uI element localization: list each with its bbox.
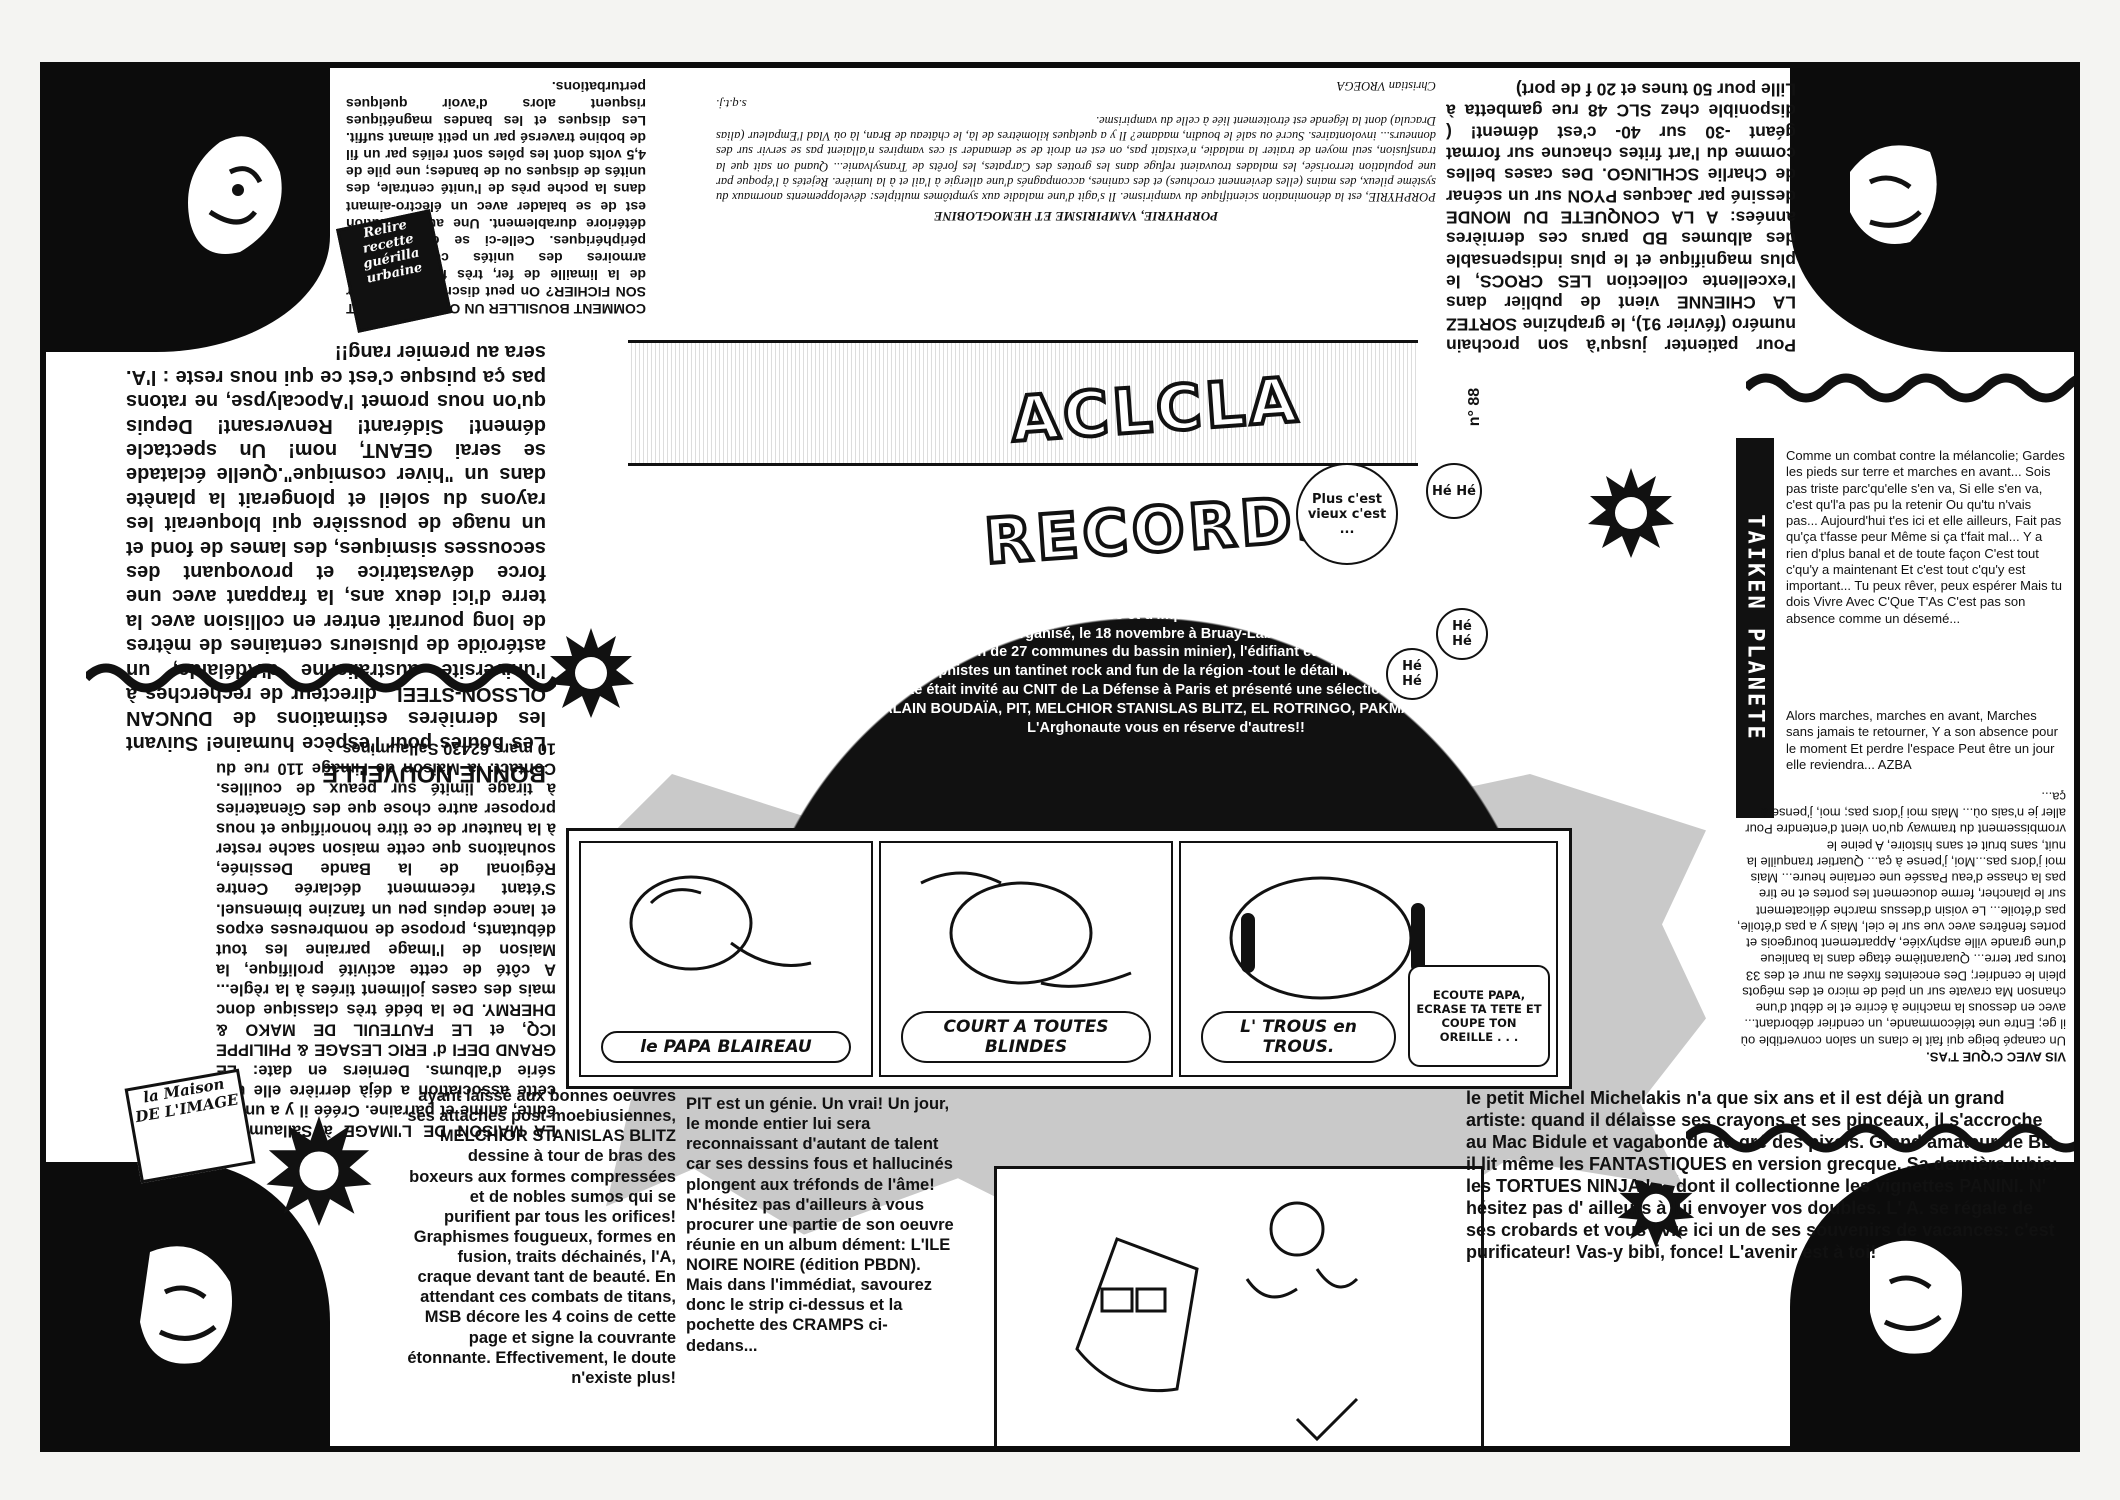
badger-running-icon bbox=[920, 871, 1132, 988]
sumo-drawing-icon bbox=[188, 136, 282, 254]
sortez-la-chienne-article: Pour patienter jusqu'à son prochain numé… bbox=[1446, 79, 1796, 356]
fanzine-page: COMMENT BOUSILLER UN ORDINATEUR ET SON F… bbox=[40, 62, 2080, 1452]
ink-corner-top-right bbox=[1790, 68, 2074, 352]
pit-article: PIT est un génie. Un vrai! Un jour, le m… bbox=[686, 1095, 954, 1355]
sun-icon bbox=[266, 1116, 372, 1226]
kid-drawing-frame bbox=[994, 1166, 1484, 1446]
maison-image-article: LA MAISON DE L'IMAGE à Sallaumines édite… bbox=[216, 739, 556, 1140]
taiken-poem-1: Comme un combat contre la mélancolie; Ga… bbox=[1786, 448, 2065, 626]
issue-number: n° 88 bbox=[1466, 387, 1484, 427]
msb-article: ayant laissé aux bonnes oeuvres ses atta… bbox=[407, 1087, 676, 1387]
bonne-nouvelle-article: BONNE NOUVELLE Les boules pour l'espèce … bbox=[126, 341, 546, 787]
strip-caption-3: L' TROUS en TROUS. bbox=[1201, 1011, 1396, 1063]
strip-caption-1: le PAPA BLAIREAU bbox=[601, 1031, 851, 1063]
sun-icon bbox=[548, 628, 634, 718]
strip-panel-2: COURT A TOUTES BLINDES bbox=[879, 841, 1173, 1077]
pit-comic-strip: le PAPA BLAIREAU COURT A TOUTES BLINDES … bbox=[566, 828, 1572, 1089]
ink-corner-bottom-left bbox=[46, 1162, 330, 1446]
ink-corner-top-left bbox=[46, 68, 330, 352]
sun-icon bbox=[1617, 1168, 1695, 1248]
wavy-divider-left bbox=[86, 663, 556, 693]
ink-corner-bottom-right bbox=[1790, 1162, 2074, 1446]
taiken-poem-3: VIS AVEC C'QUE T'AS. Un canapé beige qui… bbox=[1736, 789, 2066, 1065]
badger-drawing-icon bbox=[629, 875, 812, 971]
speech-bubble-hehe: Hé Hé bbox=[1426, 463, 1482, 519]
sumo-drawing-icon bbox=[140, 1246, 232, 1364]
sun-icon bbox=[1588, 468, 1674, 558]
taiken-planete-title: TAIKEN PLANETE bbox=[1736, 438, 1774, 818]
record-intro-text: Après huit mois, vous ne l'attendiez don… bbox=[816, 569, 1516, 736]
strip-panel-1: le PAPA BLAIREAU bbox=[579, 841, 873, 1077]
speech-bubble-top: Plus c'est vieux c'est ... bbox=[1296, 463, 1398, 565]
maison-image-sticker: la Maison DE L'IMAGE bbox=[124, 1068, 256, 1184]
kid-drawing bbox=[1075, 1201, 1359, 1442]
speech-bubble-strip: ECOUTE PAPA, ECRASE TA TETE ET COUPE TON… bbox=[1408, 965, 1550, 1067]
wavy-divider-top-right bbox=[1746, 373, 2074, 403]
header-band bbox=[628, 340, 1418, 466]
speech-bubble-hehe: Hé Hé bbox=[1436, 608, 1488, 660]
wavy-divider-right bbox=[1686, 1123, 2074, 1153]
boxer-drawing-icon bbox=[1850, 145, 1937, 244]
taiken-poem-2: Alors marches, marches en avant, Marches… bbox=[1786, 708, 2058, 772]
boxer-drawing-icon bbox=[1870, 1240, 1962, 1354]
speech-bubble-hehe: Hé Hé bbox=[1386, 648, 1438, 700]
porphyrie-article: PORPHYRIE, VAMPIRISME ET HEMOGLOBINE POR… bbox=[716, 79, 1436, 224]
strip-caption-2: COURT A TOUTES BLINDES bbox=[901, 1011, 1151, 1063]
strip-panel-3: L' TROUS en TROUS. ECOUTE PAPA, ECRASE T… bbox=[1179, 841, 1558, 1077]
badger-hole-icon bbox=[1229, 876, 1425, 1000]
michel-article: le petit Michel Michelakis n'a que six a… bbox=[1466, 1088, 2060, 1262]
